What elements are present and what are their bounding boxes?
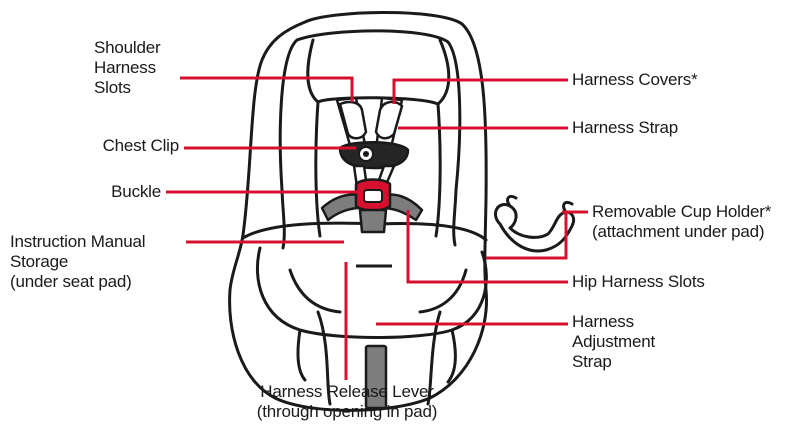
label-line: Slots xyxy=(94,78,160,98)
label-harness-adjustment-strap: Harness Adjustment Strap xyxy=(572,312,655,372)
label-buckle: Buckle xyxy=(111,182,161,202)
label-instruction-manual-storage: Instruction Manual Storage (under seat p… xyxy=(10,232,145,292)
label-line: (attachment under pad) xyxy=(592,222,771,242)
label-harness-covers: Harness Covers* xyxy=(572,70,698,90)
label-line: Removable Cup Holder* xyxy=(592,202,771,222)
label-removable-cup-holder: Removable Cup Holder* (attachment under … xyxy=(592,202,771,242)
label-hip-harness-slots: Hip Harness Slots xyxy=(572,272,705,292)
label-line: Storage xyxy=(10,252,145,272)
label-harness-release-lever: Harness Release Lever (through opening i… xyxy=(222,382,472,422)
label-line: Shoulder xyxy=(94,38,160,58)
label-line: (under seat pad) xyxy=(10,272,145,292)
label-chest-clip: Chest Clip xyxy=(103,136,179,156)
label-shoulder-harness-slots: Shoulder Harness Slots xyxy=(94,38,160,98)
label-line: Harness xyxy=(94,58,160,78)
label-line: Adjustment xyxy=(572,332,655,352)
label-line: Strap xyxy=(572,352,655,372)
cup-holder-illustration xyxy=(495,196,573,251)
label-line: Instruction Manual xyxy=(10,232,145,252)
seat-outline xyxy=(230,13,487,411)
label-harness-strap: Harness Strap xyxy=(572,118,678,138)
label-line: (through opening in pad) xyxy=(222,402,472,422)
label-line: Harness Release Lever xyxy=(222,382,472,402)
leader-hip-harness-slots xyxy=(408,210,568,282)
label-line: Harness xyxy=(572,312,655,332)
